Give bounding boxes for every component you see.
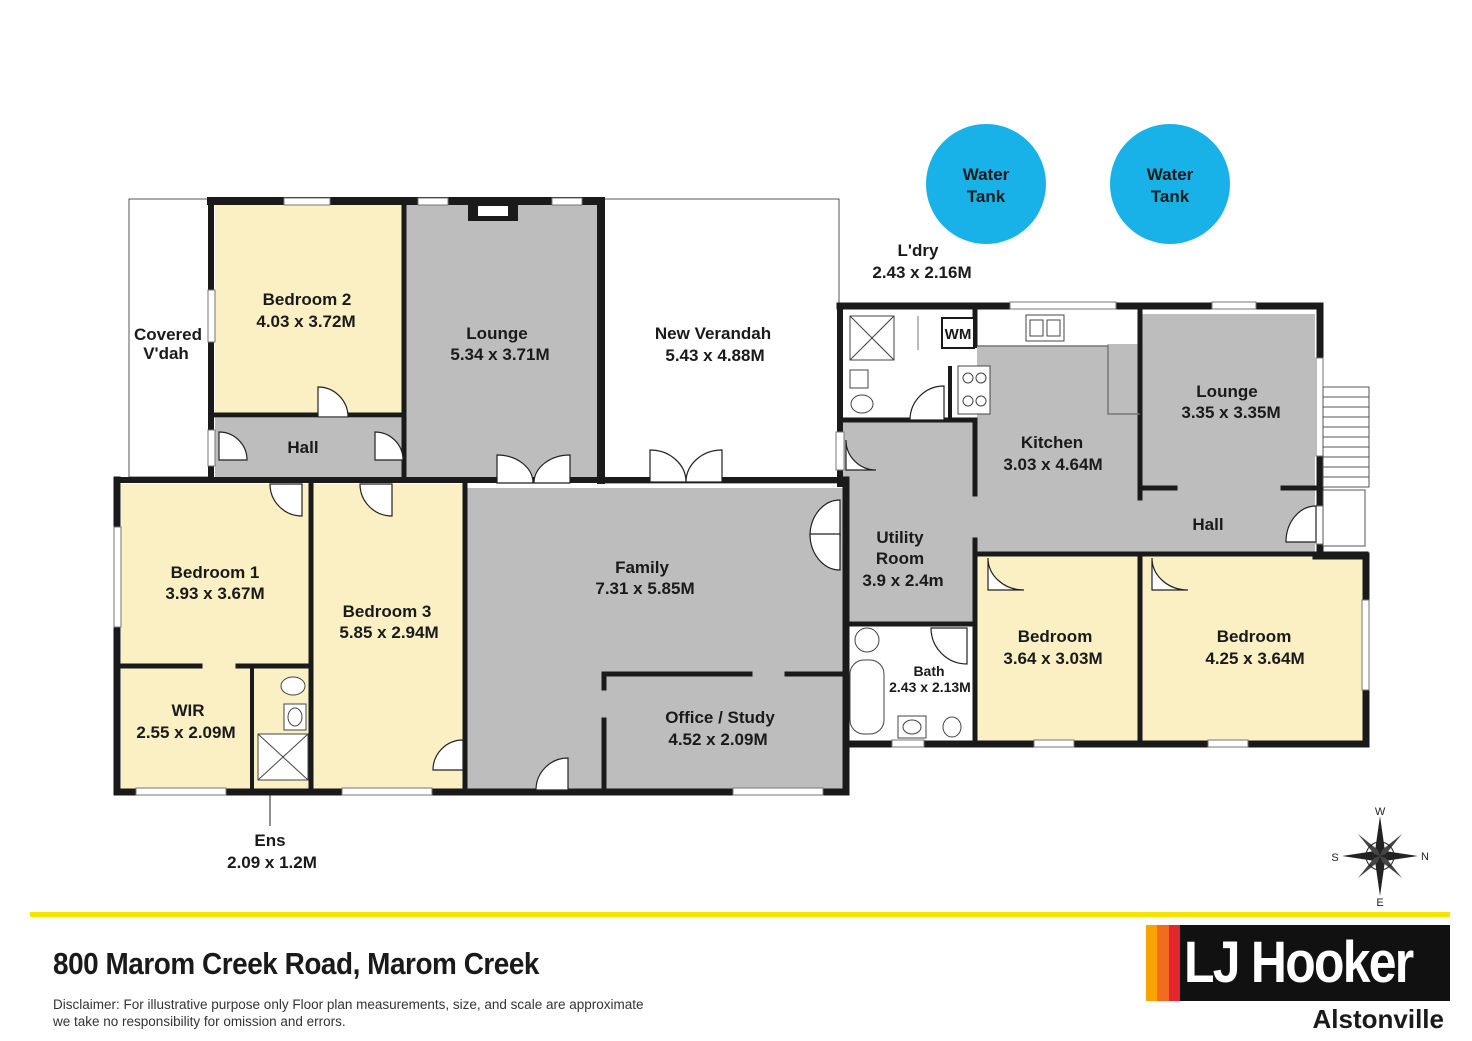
compass-icon: W E S N — [1331, 806, 1429, 909]
hall-east-name: Hall — [1192, 515, 1223, 534]
wm-box — [941, 317, 975, 349]
property-address: 800 Marom Creek Road, Marom Creek — [53, 946, 540, 981]
utility-name: Utility — [876, 528, 924, 547]
washing-machine-label: WM — [945, 326, 972, 343]
toilet-icon — [850, 394, 874, 414]
utility-area — [843, 420, 977, 624]
compass-w: W — [1375, 806, 1386, 818]
bath-name: Bath — [913, 663, 944, 679]
kitchen-dims: 3.03 x 4.64M — [1003, 455, 1102, 474]
water-tank-1-line1: Water — [963, 165, 1010, 184]
compass-s: S — [1331, 852, 1338, 864]
bedroom-a-name: Bedroom — [1018, 627, 1093, 646]
agency-logo: LJ Hooker Alstonville — [1146, 925, 1450, 1034]
hall-east-area — [977, 488, 1315, 554]
walls — [113, 197, 1370, 796]
hall-west-name: Hall — [287, 438, 318, 457]
family-dims: 7.31 x 5.85M — [595, 579, 694, 598]
stove-icon — [957, 365, 991, 415]
bedroom2-area — [215, 205, 403, 416]
water-tank-1-line2: Tank — [967, 187, 1006, 206]
ens-dims: 2.09 x 1.2M — [227, 853, 317, 872]
lounge-west-area — [405, 205, 598, 483]
laundry-name: L'dry — [898, 241, 939, 260]
compass-n: N — [1421, 851, 1429, 863]
new-verandah-dims: 5.43 x 4.88M — [665, 346, 764, 365]
sink-icon — [849, 369, 869, 389]
new-verandah-area — [602, 198, 840, 484]
lounge-east-name: Lounge — [1196, 382, 1257, 401]
water-tank-1: Water Tank — [926, 124, 1046, 244]
water-tank-2: Water Tank — [1110, 124, 1230, 244]
bedroom1-area — [121, 484, 310, 666]
bedroom1-name: Bedroom 1 — [171, 563, 260, 582]
fireplace-icon — [468, 201, 518, 221]
utility-dims: 3.9 x 2.4m — [862, 571, 943, 590]
office-name: Office / Study — [665, 708, 775, 727]
utility-name2: Room — [876, 549, 924, 568]
water-tank-2-line1: Water — [1147, 165, 1194, 184]
wir-dims: 2.55 x 2.09M — [136, 723, 235, 742]
logo-office: Alstonville — [1312, 1004, 1444, 1034]
hall-west-area — [215, 418, 403, 480]
family-area — [466, 488, 843, 789]
bathtub-icon — [849, 659, 885, 735]
bedroom3-name: Bedroom 3 — [343, 602, 432, 621]
logo-box: LJ Hooker — [1146, 925, 1450, 1001]
ens-toilet-icon — [280, 676, 306, 696]
bedroom-a-dims: 3.64 x 3.03M — [1003, 649, 1102, 668]
bedroom2-dims: 4.03 x 3.72M — [256, 312, 355, 331]
bath-dims: 2.43 x 2.13M — [889, 679, 971, 695]
disclaimer-line-1: Disclaimer: For illustrative purpose onl… — [53, 997, 644, 1012]
compass-e: E — [1376, 897, 1383, 909]
fixtures — [257, 314, 1065, 826]
bedroom3-area — [312, 484, 464, 789]
disclaimer-line-2: we take no responsibility for omission a… — [53, 1014, 346, 1029]
lounge-west-dims: 5.34 x 3.71M — [450, 345, 549, 364]
lounge-west-name: Lounge — [466, 324, 527, 343]
doors — [218, 385, 1317, 791]
covered-vdah-area — [128, 198, 210, 478]
floor-plan: Water Tank Water Tank — [113, 124, 1429, 909]
footer-divider — [30, 912, 1450, 917]
covered-vdah-label2: V'dah — [143, 344, 189, 363]
disclaimer: Disclaimer: For illustrative purpose onl… — [53, 996, 644, 1030]
bedroom-b-area — [1141, 556, 1364, 742]
wir-name: WIR — [171, 701, 204, 720]
water-tank-2-line2: Tank — [1151, 187, 1190, 206]
bedroom3-dims: 5.85 x 2.94M — [339, 623, 438, 642]
logo-stripes — [1146, 925, 1180, 1001]
new-verandah-name: New Verandah — [655, 324, 771, 343]
bedroom-b-dims: 4.25 x 3.64M — [1205, 649, 1304, 668]
bath-toilet-icon — [942, 716, 962, 738]
kitchen-name: Kitchen — [1021, 433, 1083, 452]
room-labels: Covered V'dah Bedroom 2 4.03 x 3.72M Lou… — [134, 241, 1305, 872]
covered-vdah-label: Covered — [134, 325, 202, 344]
wir-area — [121, 666, 251, 789]
bedroom2-name: Bedroom 2 — [263, 290, 352, 309]
entry-stairs — [1322, 386, 1370, 547]
lounge-east-dims: 3.35 x 3.35M — [1181, 403, 1280, 422]
logo-brand: LJ Hooker — [1184, 930, 1414, 995]
laundry-dims: 2.43 x 2.16M — [872, 263, 971, 282]
bedroom1-dims: 3.93 x 3.67M — [165, 584, 264, 603]
office-dims: 4.52 x 2.09M — [668, 730, 767, 749]
ens-name: Ens — [254, 831, 285, 850]
bedroom-b-name: Bedroom — [1217, 627, 1292, 646]
family-name: Family — [615, 558, 669, 577]
